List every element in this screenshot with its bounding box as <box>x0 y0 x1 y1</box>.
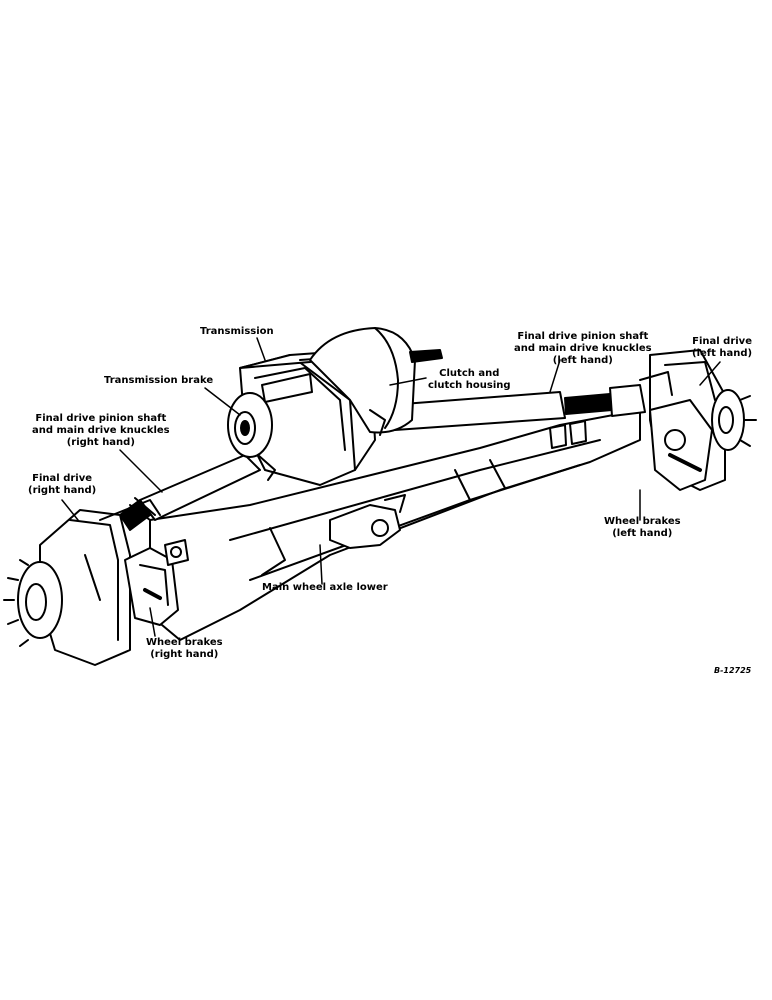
wheel-hub-left <box>711 389 757 451</box>
label-wheel-brakes-right: Wheel brakes (right hand) <box>146 637 223 660</box>
label-final-drive-right: Final drive (right hand) <box>28 473 97 496</box>
wheel-brakes-right-drawing <box>124 547 179 626</box>
spring-brackets <box>164 420 587 566</box>
center-bracket <box>329 494 406 549</box>
label-pinion-shaft-right: Final drive pinion shaft and main drive … <box>32 413 170 448</box>
label-wheel-brakes-left: Wheel brakes (left hand) <box>604 516 681 539</box>
clutch-housing <box>309 327 443 436</box>
label-pinion-shaft-left: Final drive pinion shaft and main drive … <box>514 331 652 366</box>
label-main-wheel-axle: Main wheel axle lower <box>262 582 388 593</box>
leader-lines <box>61 337 721 637</box>
label-clutch-housing: Clutch and clutch housing <box>428 368 511 391</box>
wheel-hub-right <box>3 559 63 647</box>
label-transmission: Transmission <box>200 326 274 337</box>
transmission-brake-drum <box>227 392 276 481</box>
figure-number: B-12725 <box>714 666 752 675</box>
final-drive-right <box>39 499 161 666</box>
label-transmission-brake: Transmission brake <box>104 375 214 386</box>
label-final-drive-left: Final drive (left hand) <box>692 336 753 359</box>
wheel-brakes-left-drawing <box>649 399 713 491</box>
pinion-shaft-right <box>119 454 261 531</box>
